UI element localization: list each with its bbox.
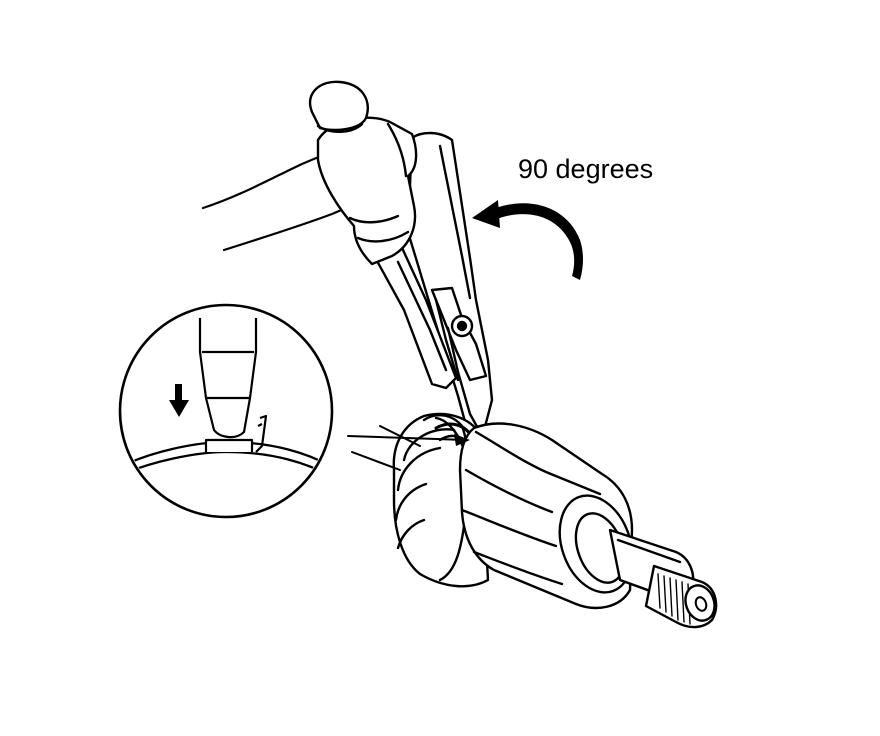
leader-arrowhead: [454, 434, 470, 446]
down-arrow-icon: [169, 384, 189, 417]
curved-arrow-icon: [472, 200, 583, 280]
rotation-label: 90 degrees: [518, 154, 653, 184]
leader-lines: [347, 425, 467, 471]
hammer: [308, 80, 458, 390]
detail-circle: [118, 303, 334, 519]
punch-tool: [406, 131, 494, 442]
cv-joint-assembly: [392, 412, 718, 629]
